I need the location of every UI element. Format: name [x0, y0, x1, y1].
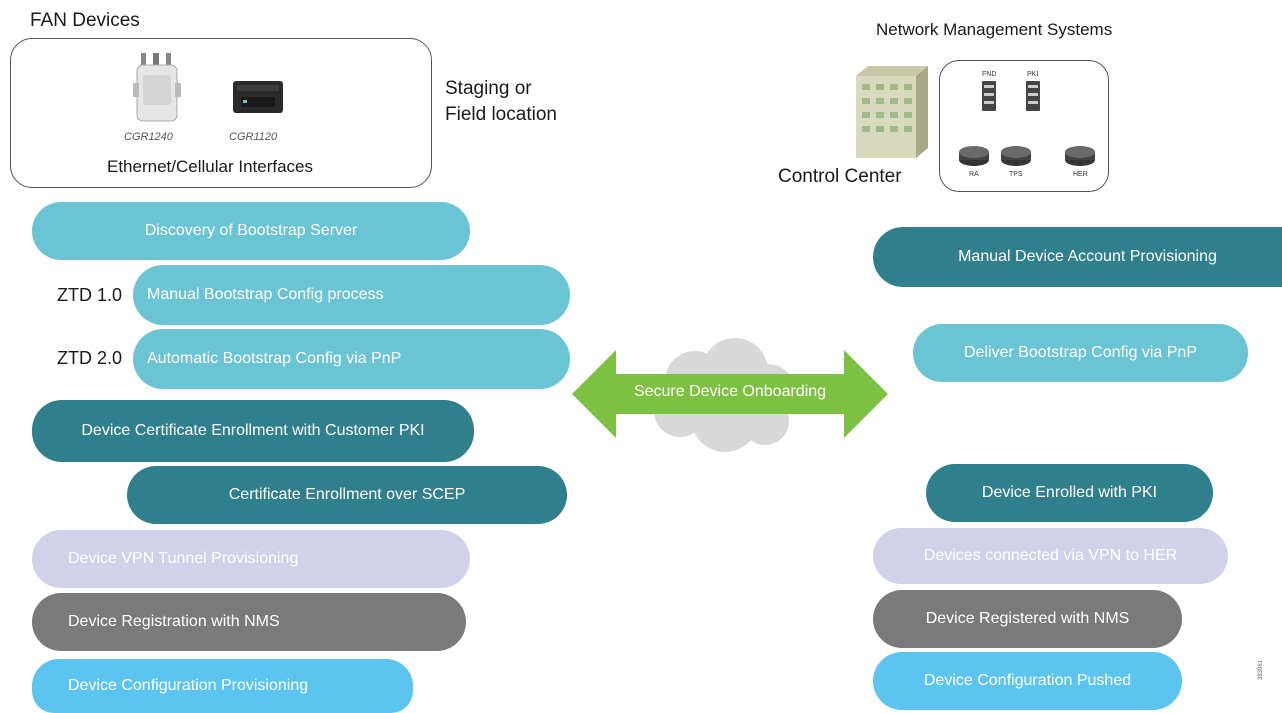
ztd-2-label: ZTD 2.0: [57, 348, 123, 368]
control-center-building-icon: [856, 66, 928, 158]
step-device-enrolled-pki: Device Enrolled with PKI: [926, 464, 1213, 522]
interfaces-label: Ethernet/Cellular Interfaces: [107, 157, 313, 176]
step-registered-nms: Device Registered with NMS: [873, 590, 1182, 648]
step-automatic-bootstrap: Automatic Bootstrap Config via PnP: [133, 329, 570, 389]
step-manual-account-provisioning: Manual Device Account Provisioning: [873, 227, 1282, 287]
her-label: HER: [1073, 171, 1088, 178]
step-discovery-bootstrap: Discovery of Bootstrap Server: [32, 202, 470, 260]
step-configuration-provisioning: Device Configuration Provisioning: [32, 659, 413, 713]
cgr1240-label: CGR1240: [124, 131, 173, 143]
ztd-1-label: ZTD 1.0: [57, 285, 123, 305]
secure-onboarding-arrow: [572, 350, 888, 438]
tps-router-icon: [1001, 146, 1031, 166]
step-vpn-tunnel-provisioning: Device VPN Tunnel Provisioning: [32, 530, 470, 588]
nms-servers-box: FND PKI RA TPS HER: [939, 60, 1109, 192]
cgr1120-label: CGR1120: [229, 131, 278, 143]
step-vpn-connected-her: Devices connected via VPN to HER: [873, 528, 1228, 584]
ra-router-icon: [959, 146, 989, 166]
pki-server-icon: [1026, 81, 1040, 111]
nms-title: Network Management Systems: [876, 20, 1113, 39]
control-center-label: Control Center: [778, 166, 902, 187]
step-certificate-enrollment-pki: Device Certificate Enrollment with Custo…: [32, 400, 474, 462]
cgr1240-device-icon: [133, 53, 181, 122]
staging-label-line2: Field location: [445, 104, 557, 125]
her-router-icon: [1065, 146, 1095, 166]
step-registration-nms: Device Registration with NMS: [32, 593, 466, 651]
step-configuration-pushed: Device Configuration Pushed: [873, 652, 1182, 710]
pki-label: PKI: [1027, 71, 1039, 78]
fan-devices-title: FAN Devices: [30, 10, 140, 31]
tps-label: TPS: [1009, 171, 1023, 178]
step-deliver-bootstrap: Deliver Bootstrap Config via PnP: [913, 324, 1248, 382]
cgr1120-device-icon: [233, 81, 283, 113]
ra-label: RA: [969, 171, 979, 178]
secure-onboarding-label: Secure Device Onboarding: [633, 383, 827, 400]
fnd-server-icon: [982, 81, 996, 111]
fan-devices-box: CGR1240 CGR1120 Ethernet/Cellular Interf…: [10, 38, 432, 188]
step-cert-enrollment-scep: Certificate Enrollment over SCEP: [127, 466, 567, 524]
step-manual-bootstrap: Manual Bootstrap Config process: [133, 265, 570, 325]
staging-label-line1: Staging or: [445, 78, 532, 99]
figure-id: 383961: [1258, 659, 1264, 680]
fnd-label: FND: [982, 71, 997, 78]
